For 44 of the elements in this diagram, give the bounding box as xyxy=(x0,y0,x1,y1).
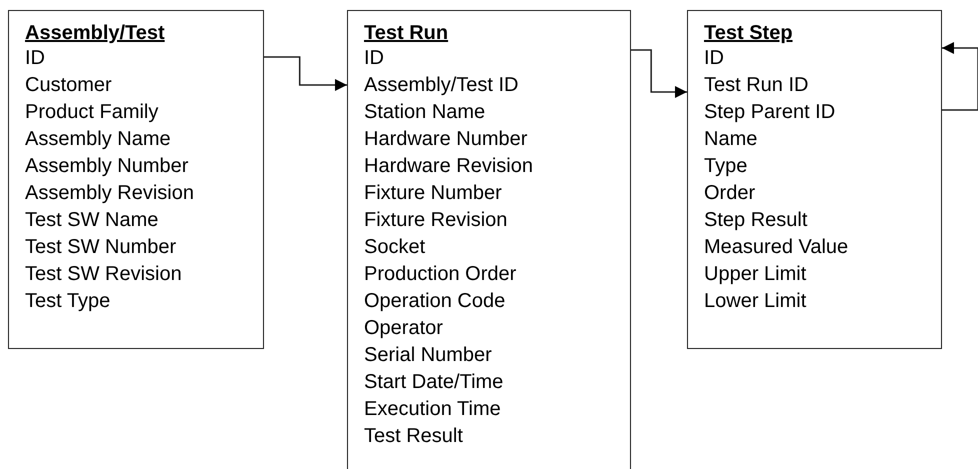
field-name: Test Type xyxy=(25,289,110,314)
field-name: Start Date/Time xyxy=(364,370,504,395)
entity-table xyxy=(347,10,631,469)
field-name: Test SW Number xyxy=(25,235,176,260)
field-name: Order xyxy=(704,181,756,206)
relationship-arrow xyxy=(631,49,687,98)
field-name: Product Family xyxy=(25,100,158,125)
field-name: Assembly Number xyxy=(25,154,188,179)
field-name: Upper Limit xyxy=(704,262,806,287)
table-title: Test Run xyxy=(364,21,448,45)
field-name: Measured Value xyxy=(704,235,848,260)
field-name: Lower Limit xyxy=(704,289,806,314)
field-name: Assembly Revision xyxy=(25,181,194,206)
field-name: Fixture Number xyxy=(364,181,502,206)
relationship-arrow xyxy=(264,56,347,91)
field-name: Hardware Revision xyxy=(364,154,533,179)
field-name: ID xyxy=(704,46,724,71)
field-name: Assembly/Test ID xyxy=(364,73,518,98)
field-name: Production Order xyxy=(364,262,516,287)
relationship-arrow xyxy=(942,42,978,111)
field-name: Serial Number xyxy=(364,343,492,368)
field-name: Execution Time xyxy=(364,397,501,422)
field-name: Socket xyxy=(364,235,426,260)
field-name: ID xyxy=(25,46,45,71)
table-title: Assembly/Test xyxy=(25,21,165,45)
field-name: Step Parent ID xyxy=(704,100,836,125)
field-name: Step Result xyxy=(704,208,808,233)
field-name: Hardware Number xyxy=(364,127,528,152)
field-name: Type xyxy=(704,154,748,179)
field-name: Test Run ID xyxy=(704,73,808,98)
field-name: Fixture Revision xyxy=(364,208,508,233)
field-name: Test SW Name xyxy=(25,208,158,233)
field-name: Assembly Name xyxy=(25,127,171,152)
table-title: Test Step xyxy=(704,21,793,45)
field-name: Station Name xyxy=(364,100,486,125)
field-name: Test Result xyxy=(364,424,463,449)
field-name: ID xyxy=(364,46,384,71)
field-name: Test SW Revision xyxy=(25,262,182,287)
entity-table xyxy=(687,10,942,349)
field-name: Operation Code xyxy=(364,289,506,314)
field-name: Customer xyxy=(25,73,112,98)
field-name: Name xyxy=(704,127,758,152)
field-name: Operator xyxy=(364,316,443,341)
entity-table xyxy=(8,10,264,349)
